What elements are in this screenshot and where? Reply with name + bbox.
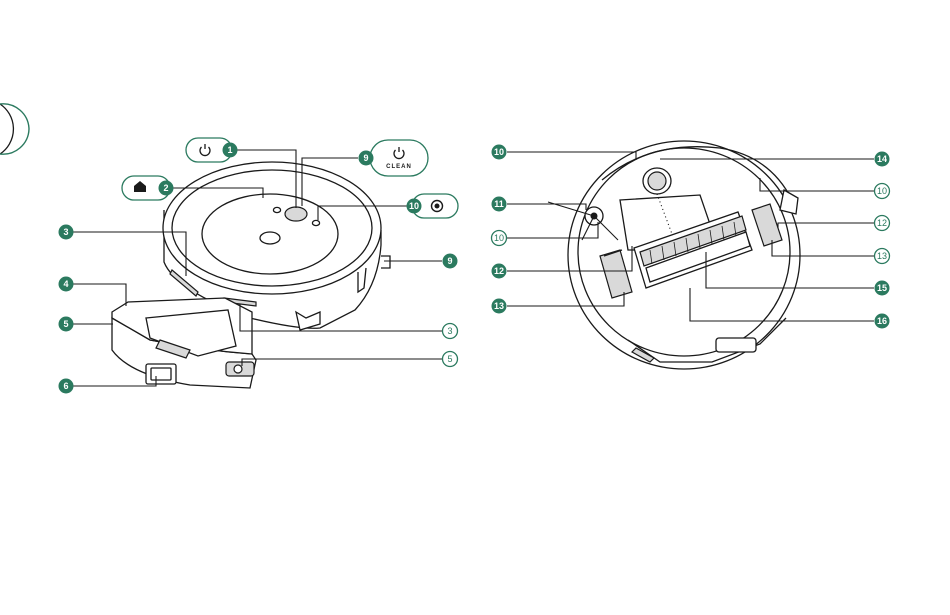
- callout-number: 12: [877, 218, 887, 228]
- callout-c15: 15: [875, 281, 890, 296]
- clean-pill: CLEAN: [370, 140, 428, 176]
- callout-c2: 2: [159, 181, 174, 196]
- clean-button[interactable]: [285, 207, 307, 221]
- callout-c16: 16: [875, 314, 890, 329]
- callout-number: 4: [63, 279, 68, 289]
- caster-wheel-hub: [648, 172, 666, 190]
- callout-c13b: 13: [875, 249, 890, 264]
- callout-number: 15: [877, 283, 887, 293]
- page-edge-tab: [0, 104, 13, 154]
- callout-c10a: 10: [407, 199, 422, 214]
- callout-c10b: 10: [492, 145, 507, 160]
- dust-bin: [112, 298, 256, 388]
- callout-c9a: 9: [359, 151, 374, 166]
- charging-contact: [716, 338, 756, 352]
- callout-c3a: 3: [59, 225, 74, 240]
- callout-c13a: 13: [492, 299, 507, 314]
- callout-number: 6: [63, 381, 68, 391]
- robot-bottom-view: [548, 141, 800, 369]
- clean-label: CLEAN: [386, 164, 412, 170]
- callout-number: 2: [163, 183, 168, 193]
- callout-number: 5: [447, 354, 452, 364]
- callout-number: 12: [494, 266, 504, 276]
- callout-c12b: 12: [875, 216, 890, 231]
- callout-number: 11: [494, 199, 504, 209]
- callout-number: 10: [494, 147, 504, 157]
- callout-c6: 6: [59, 379, 74, 394]
- callout-number: 10: [409, 201, 419, 211]
- callout-c10c: 10: [875, 184, 890, 199]
- bin-release-knob: [234, 365, 242, 373]
- callout-c11: 11: [492, 197, 507, 212]
- page-edge-tab-outline: [0, 104, 29, 154]
- callout-number: 14: [877, 154, 887, 164]
- callout-c5b: 5: [443, 352, 458, 367]
- callout-number: 1: [227, 145, 232, 155]
- callout-c12a: 12: [492, 264, 507, 279]
- callout-number: 13: [877, 251, 887, 261]
- callout-c5a: 5: [59, 317, 74, 332]
- callout-number: 16: [877, 316, 887, 326]
- callout-c3b: 3: [443, 324, 458, 339]
- callout-c10d: 10: [492, 231, 507, 246]
- side-sensor-right: [780, 190, 798, 214]
- callout-number: 3: [63, 227, 68, 237]
- callout-c14: 14: [875, 152, 890, 167]
- callout-number: 9: [447, 256, 452, 266]
- callout-number: 10: [877, 186, 887, 196]
- callout-c4: 4: [59, 277, 74, 292]
- callout-number: 9: [363, 153, 368, 163]
- callout-c1: 1: [223, 143, 238, 158]
- side-port: [381, 256, 390, 268]
- callout-number: 5: [63, 319, 68, 329]
- callout-number: 10: [494, 233, 504, 243]
- callout-number: 3: [447, 326, 452, 336]
- callout-number: 13: [494, 301, 504, 311]
- callout-c9b: 9: [443, 254, 458, 269]
